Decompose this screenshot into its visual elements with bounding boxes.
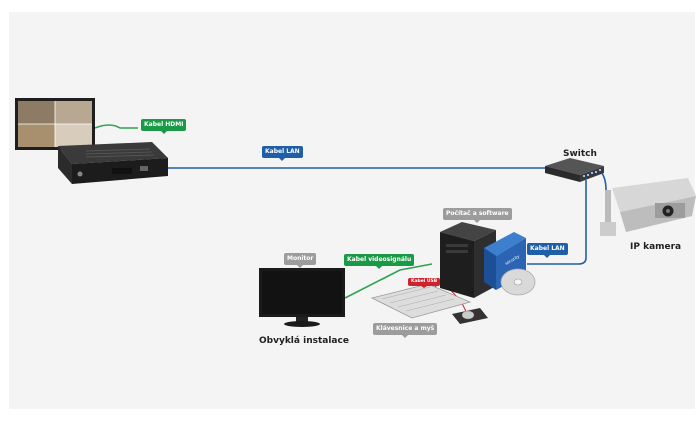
tag-video-cable: Kabel videosignálu (344, 254, 415, 269)
cd-disc (500, 268, 536, 296)
keyboard (370, 283, 472, 319)
lan-cable-switch-camera (600, 171, 607, 191)
video-cable (344, 263, 433, 299)
lan-cable-switch-pc (527, 180, 587, 265)
hdmi-cable (94, 124, 138, 129)
tag-monitor: Monitor (284, 253, 317, 268)
diagram-background (9, 12, 695, 409)
label-typical-installation: Obvyklá instalace (259, 336, 349, 346)
mouse (452, 308, 488, 324)
tag-lan-cable-pc: Kabel LAN (527, 243, 568, 258)
tag-hdmi-cable: Kabel HDMI (141, 119, 187, 134)
network-switch (545, 158, 604, 182)
nvr-recorder (58, 142, 168, 184)
label-switch: Switch (563, 149, 597, 159)
tag-usb-cable: Kabel USB (408, 278, 441, 288)
monitor (259, 268, 345, 327)
tag-keyboard-mouse: Klávesnice a myš (373, 323, 438, 338)
tag-lan-cable-main: Kabel LAN (262, 146, 303, 161)
tag-pc-software: Počítač a software (443, 208, 512, 223)
ip-camera (600, 178, 696, 236)
label-ip-camera: IP kamera (630, 242, 682, 252)
nvr-monitor (15, 98, 95, 150)
